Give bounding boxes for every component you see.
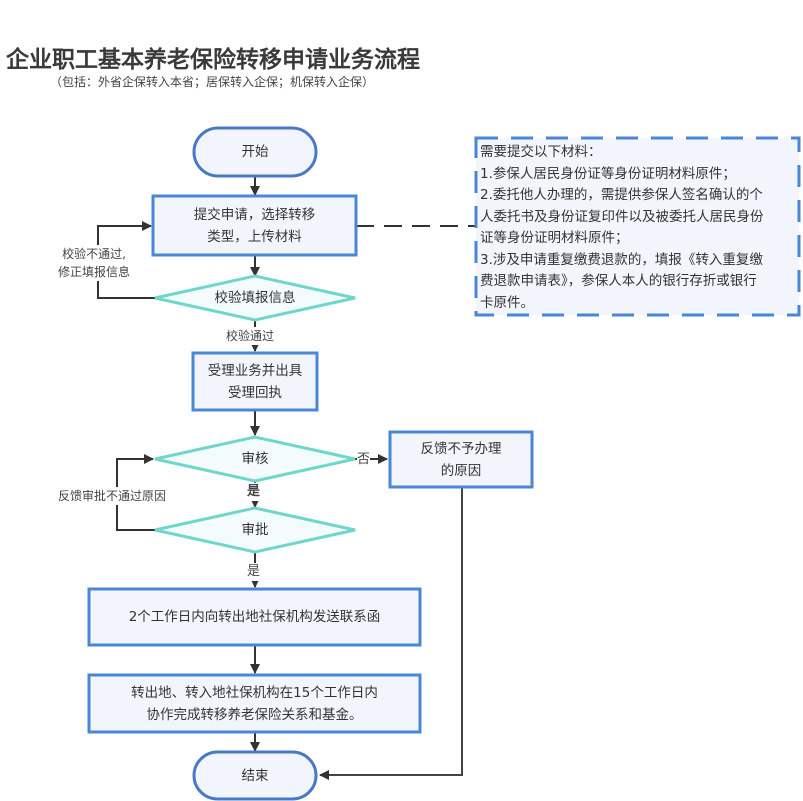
- review-label: 审核: [241, 451, 269, 467]
- verify-decision[interactable]: [154, 274, 356, 322]
- note-line: 卡原件。: [480, 294, 534, 311]
- approve-fail-label: 反馈审批不通过原因: [58, 487, 167, 505]
- accept-process-box[interactable]: [191, 351, 319, 412]
- accept-label-line-1: 受理业务并出具: [207, 362, 303, 379]
- note-line: 需要提交以下材料：: [480, 144, 602, 160]
- approve-label: 审批: [241, 522, 269, 538]
- reject-label-line-1: 反馈不予办理: [420, 440, 502, 457]
- review-decision[interactable]: [154, 435, 356, 483]
- approve-decision[interactable]: [154, 506, 356, 554]
- accept-label-line-2: 受理回执: [228, 384, 282, 401]
- submit-process-box[interactable]: [151, 194, 358, 257]
- note-line: 人委托书及身份证复印件以及被委托人居民身份: [480, 208, 764, 225]
- submit-label-line-2: 类型，上传材料: [207, 228, 302, 245]
- reject-process-box[interactable]: [388, 430, 534, 489]
- page-subtitle: （包括：外省企保转入本省；居保转入企保；机保转入企保）: [50, 75, 375, 89]
- review-no-label: 否: [357, 451, 371, 469]
- end-terminal[interactable]: [192, 750, 318, 801]
- note-line: 1.参保人居民身份证等身份证明材料原件；: [480, 165, 736, 182]
- transfer-label: 转出地、转入地社保机构在15个工作日内 协作完成转移养老保险关系和基金。: [89, 675, 420, 732]
- reject-label-line-2: 的原因: [440, 462, 482, 479]
- submit-label: 提交申请，选择转移 类型，上传材料: [153, 196, 356, 255]
- note-line: 2.委托他人办理的，需提供参保人签名确认的个: [480, 187, 763, 203]
- start-label: 开始: [241, 144, 269, 160]
- end-label: 结束: [241, 767, 269, 784]
- verify-fail-label-line-1: 校验不通过,: [62, 247, 126, 261]
- send-letter-label: 2个工作日内向转出地社保机构发送联系函: [128, 609, 381, 625]
- review-yes-label: 是: [247, 483, 261, 501]
- send-letter-process-box[interactable]: [87, 587, 422, 647]
- note-line: 费退款申请表》，参保人本人的银行存折或银行: [480, 273, 757, 289]
- page-title: 企业职工基本养老保险转移申请业务流程: [6, 47, 420, 73]
- verify-fail-label: 校验不通过, 修正填报信息: [58, 245, 131, 281]
- transfer-label-line-1: 转出地、转入地社保机构在15个工作日内: [131, 684, 378, 701]
- transfer-label-line-2: 协作完成转移养老保险关系和基金。: [146, 706, 363, 723]
- verify-pass-label: 校验通过: [226, 327, 275, 345]
- transfer-process-box[interactable]: [87, 673, 422, 734]
- note-line: 证等身份证明材料原件；: [480, 230, 629, 246]
- note-line: 3.涉及申请重复缴费退款的，填报《转入重复缴: [480, 251, 763, 268]
- verify-label: 校验填报信息: [214, 290, 296, 306]
- start-terminal[interactable]: [192, 126, 318, 178]
- materials-note-text: 需要提交以下材料： 1.参保人居民身份证等身份证明材料原件； 2.委托他人办理的…: [480, 142, 796, 314]
- accept-label: 受理业务并出具 受理回执: [193, 353, 317, 410]
- approve-yes-label: 是: [247, 563, 261, 581]
- verify-fail-label-line-2: 修正填报信息: [58, 265, 131, 279]
- reject-label: 反馈不予办理 的原因: [390, 432, 532, 487]
- materials-note-box: [474, 136, 801, 317]
- edge-reject-end: [319, 488, 463, 780]
- submit-label-line-1: 提交申请，选择转移: [193, 206, 316, 223]
